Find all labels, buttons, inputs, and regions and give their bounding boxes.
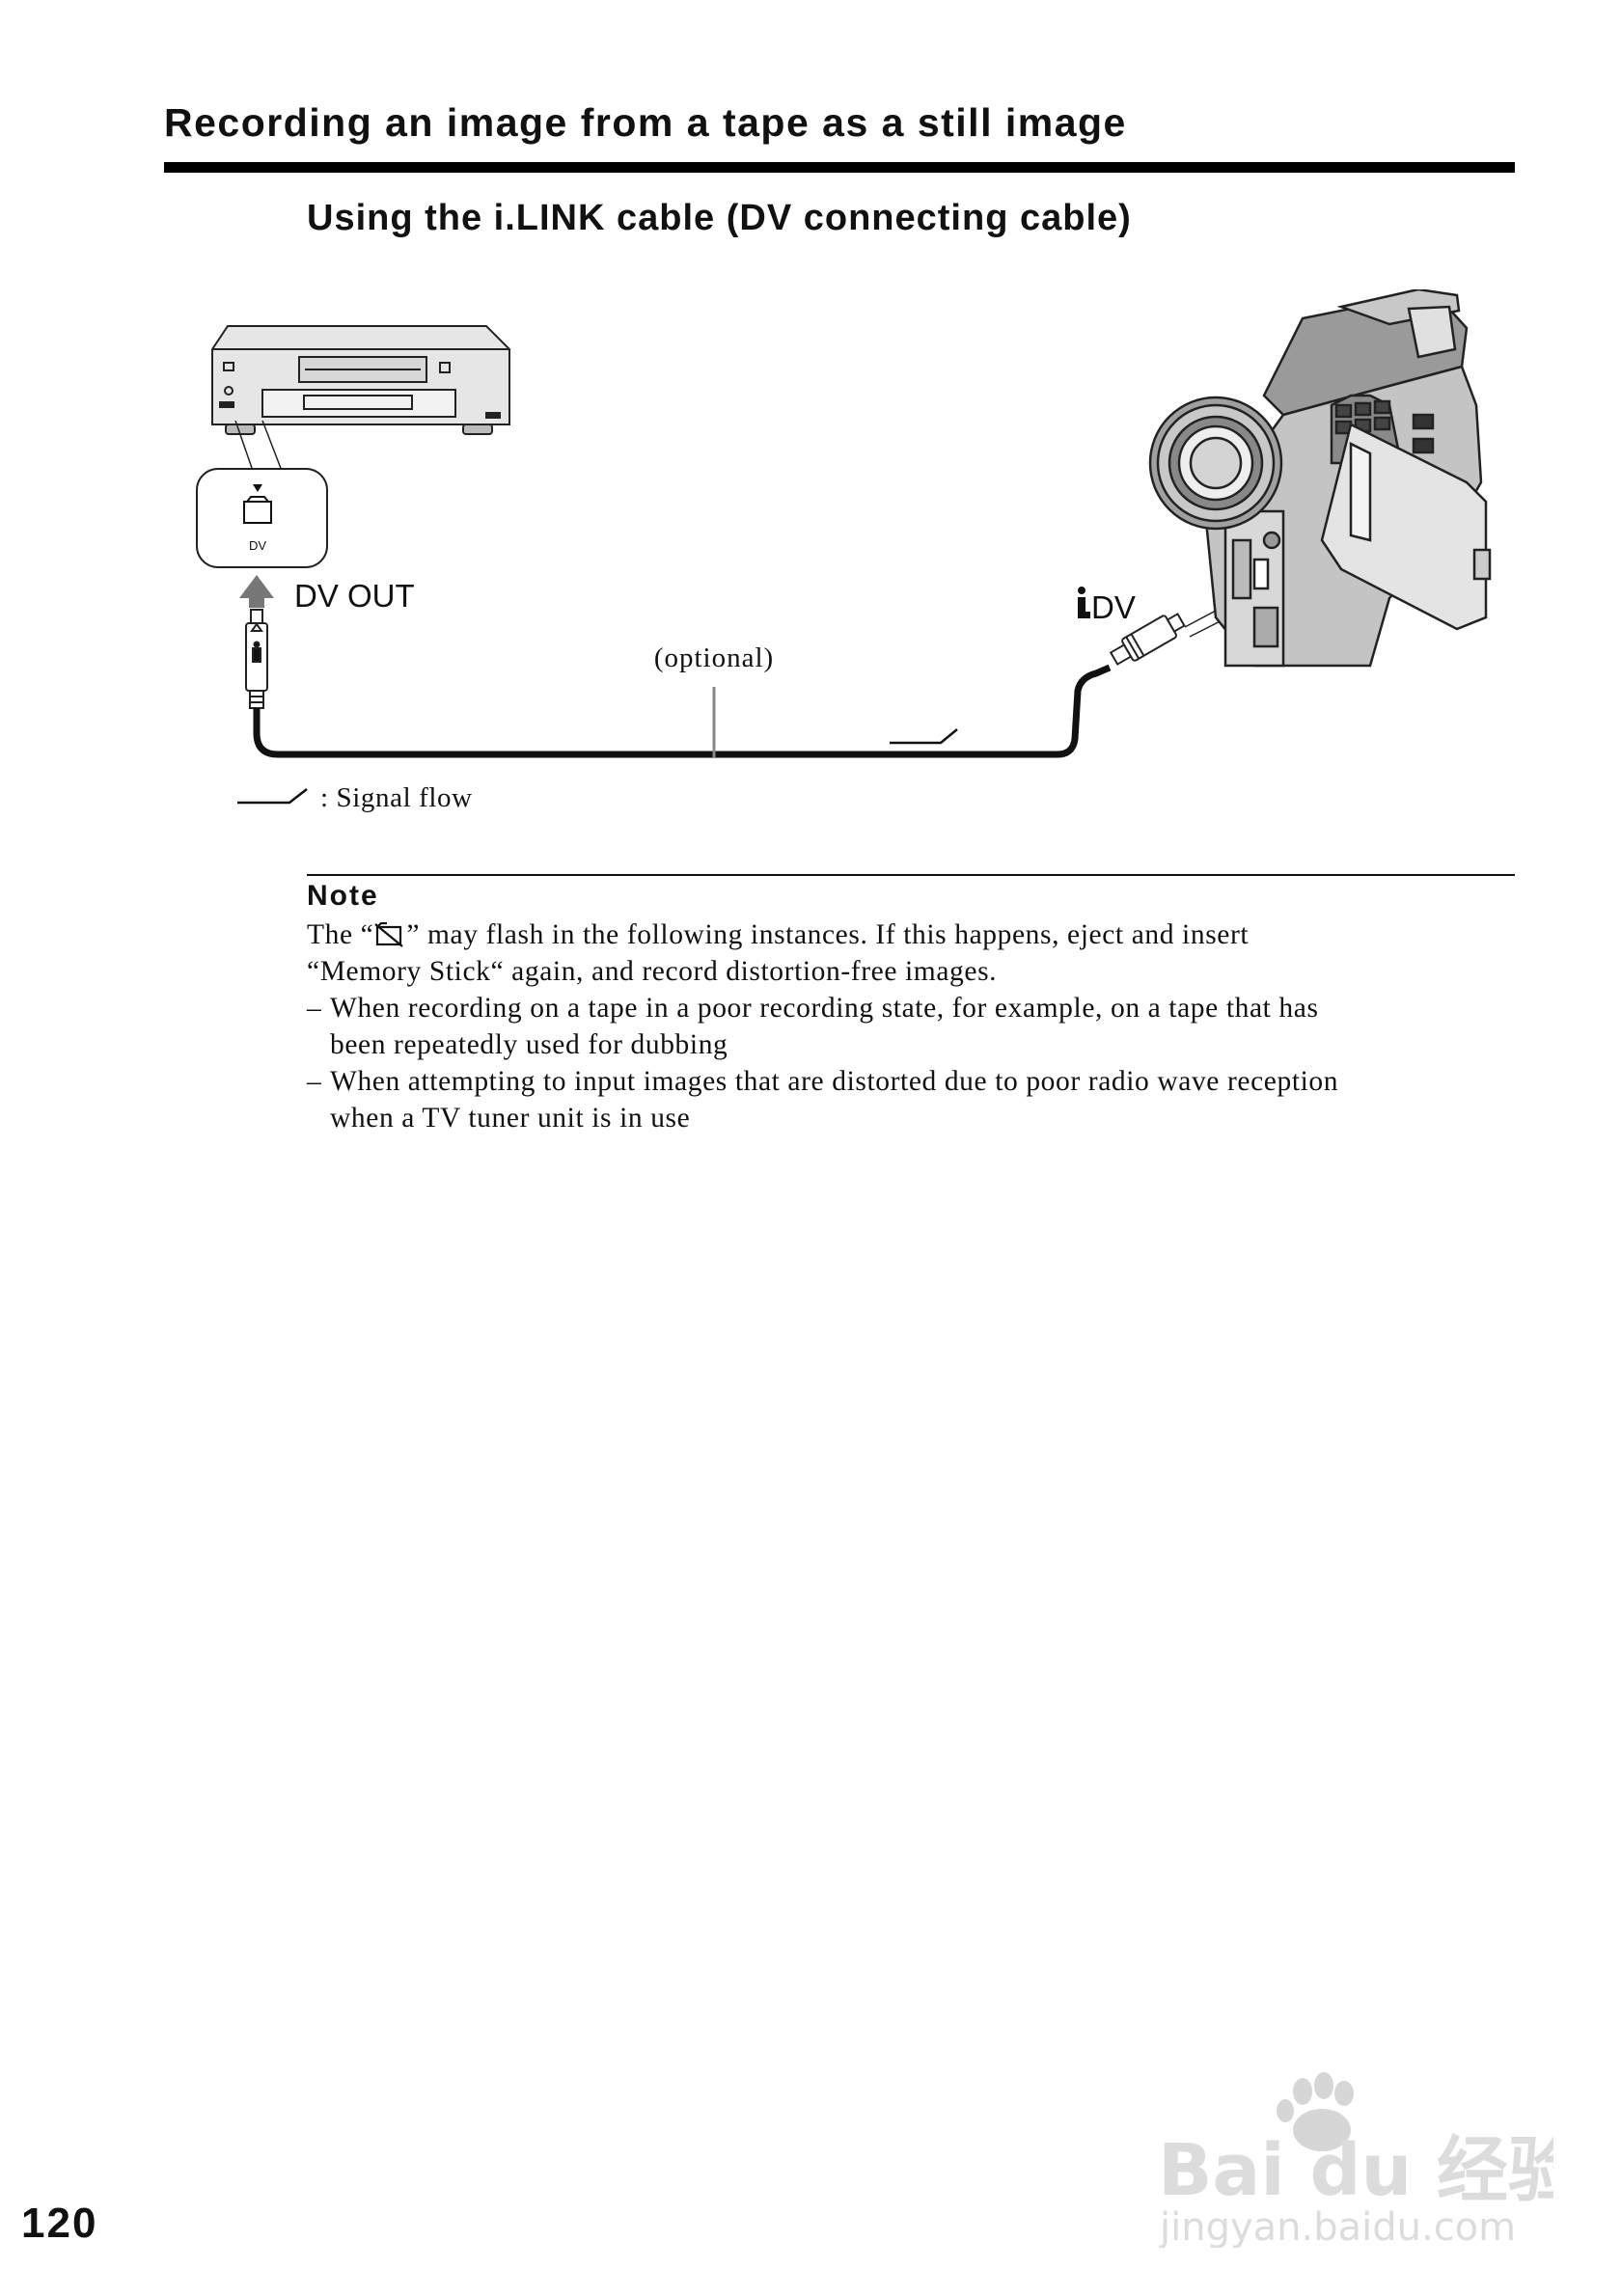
dv-cable [253,664,1112,758]
note-list-item: – When recording on a tape in a poor rec… [307,993,1319,1060]
signal-flow-legend-text: : Signal flow [320,782,473,813]
note-list-item: – When attempting to input images that a… [307,1066,1339,1134]
dv-jack-icon [243,496,272,524]
note-intro-line1: The “” may flash in the following instan… [307,919,1250,950]
camera-jack-label: DV [1091,589,1136,625]
vcr-jack-label: DV [249,538,266,553]
watermark: Bai du 经验 jingyan.baidu.com [1158,2072,1553,2248]
paw-logo-icon [1277,2072,1354,2151]
watermark-url: jingyan.baidu.com [1159,2205,1516,2248]
ilink-icon [1078,587,1090,618]
vcr-icon [211,325,510,435]
connection-diagram: DV DV OUT (optional) DV [196,289,1492,813]
dv-cable-plug-icon [1109,613,1186,666]
cable-optional-label: (optional) [654,642,774,673]
signal-flow-arrow-icon [237,788,308,805]
note-body: The “” may flash in the following instan… [307,916,1523,1136]
dv-out-label: DV OUT [294,578,415,614]
signal-arrow-icon [239,575,274,608]
note-heading: Note [307,880,379,912]
note-intro-line2: “Memory Stick“ again, and record distort… [307,956,998,987]
note-rule [307,874,1515,876]
page-number: 120 [21,2200,98,2247]
watermark-brand: Bai du 经验 [1158,2129,1553,2212]
section-rule [164,162,1515,173]
camcorder-icon [1148,289,1492,668]
subsection-title: Using the i.LINK cable (DV connecting ca… [307,198,1132,238]
signal-flow-arrow-icon [890,728,958,745]
dv-cable-plug-icon [245,609,268,709]
memory-stick-error-icon [374,921,404,947]
section-title: Recording an image from a tape as a stil… [164,100,1127,145]
